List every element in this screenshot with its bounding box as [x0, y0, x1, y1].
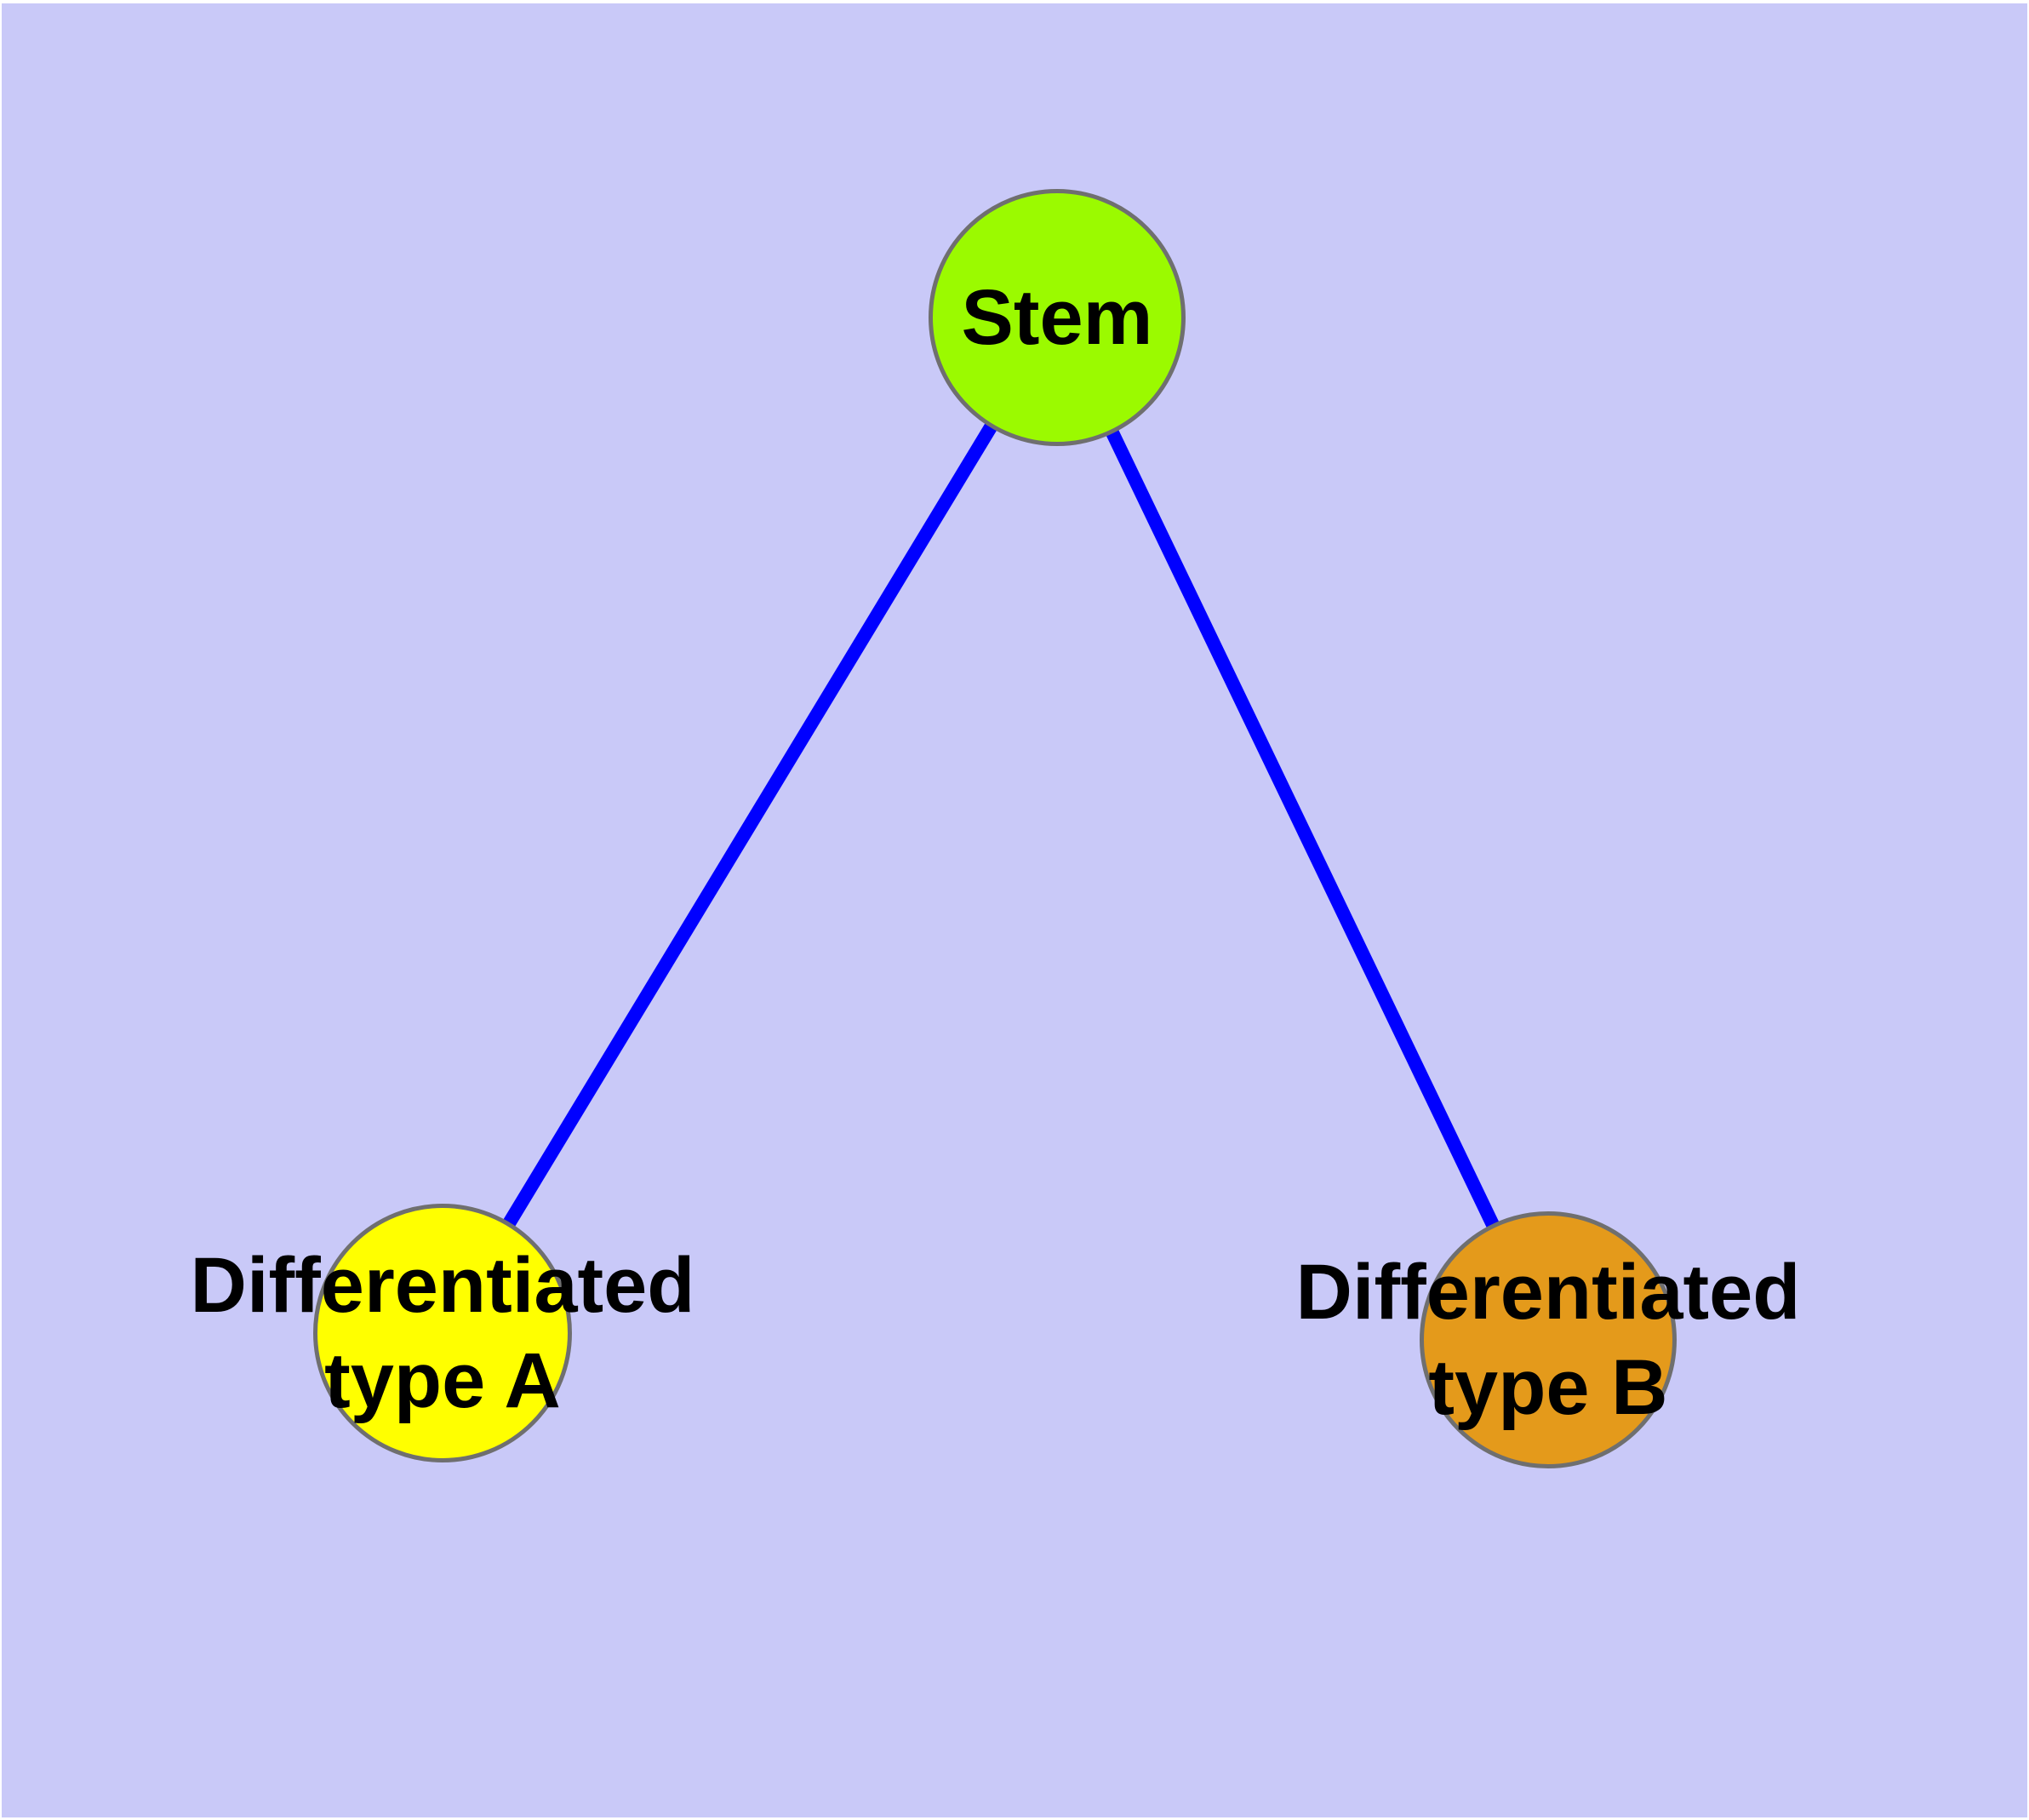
node-stem-circle: [929, 189, 1186, 446]
node-differentiated-type-a-label: Differentiated type A: [191, 1238, 695, 1428]
node-differentiated-type-b-label-line: Differentiated: [1295, 1249, 1801, 1336]
node-stem-label-line: Stem: [961, 274, 1153, 361]
edge-stem-to-type-b: [1050, 314, 1555, 1343]
node-differentiated-type-b-label: Differentiated type B: [1296, 1245, 1801, 1435]
node-differentiated-type-a-circle: [313, 1204, 572, 1462]
node-differentiated-type-a-label-line: type A: [324, 1337, 561, 1424]
edge-stem-to-type-a: [437, 313, 1063, 1337]
node-stem-label: Stem: [962, 270, 1153, 365]
node-differentiated-type-b-label-line: type B: [1428, 1344, 1668, 1431]
node-differentiated-type-b-circle: [1420, 1211, 1677, 1468]
node-differentiated-type-a-label-line: Differentiated: [190, 1242, 695, 1329]
